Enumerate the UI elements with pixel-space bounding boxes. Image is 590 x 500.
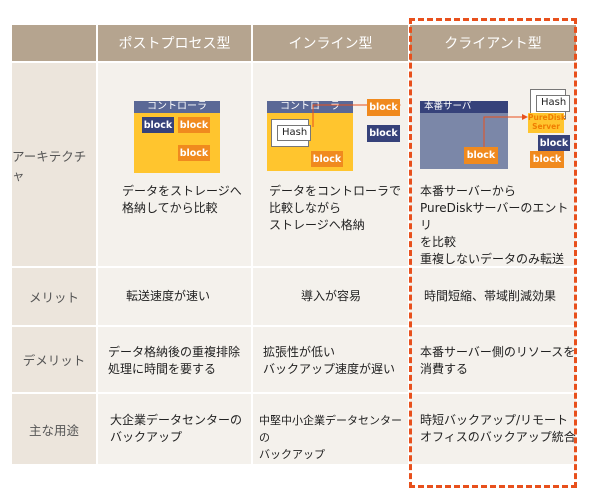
cell-text: 大企業データセンターの バックアップ (110, 413, 243, 444)
cell-text: データをストレージへ 格納してから比較 (122, 184, 242, 215)
block: block (178, 117, 210, 133)
row-label-usage: 主な用途 (12, 394, 96, 464)
cell-usage-inline: 中堅中小企業データセンターの バックアップ (253, 394, 408, 464)
cell-demerit-postprocess: データ格納後の重複排除 処理に時間を要する (98, 327, 251, 392)
header-corner (12, 25, 96, 61)
cell-merit-inline: 導入が容易 (253, 268, 408, 325)
cell-arch-postprocess: コントローラ block block block データをストレージへ 格納して… (98, 63, 251, 266)
hash-label: Hash (536, 95, 570, 112)
cell-text: 導入が容易 (301, 289, 362, 303)
header-inline: インライン型 (253, 25, 408, 61)
block: block (142, 117, 174, 133)
puredisk-server: PureDisk Server (528, 113, 566, 133)
block: block (311, 151, 343, 167)
cell-demerit-inline: 拡張性が低い バックアップ速度が遅い (253, 327, 408, 392)
cell-usage-client: 時短バックアップ/リモート オフィスのバックアップ統合 (410, 394, 576, 464)
client-diagram: 本番サーバ block Hash PureDisk Server block b… (418, 85, 574, 177)
header-postprocess: ポストプロセス型 (98, 25, 251, 61)
row-label-architecture: アーキテクチャ (12, 63, 96, 266)
cell-text: データ格納後の重複排除 処理に時間を要する (108, 345, 241, 376)
server-label: 本番サーバ (420, 101, 508, 113)
block: block (367, 99, 400, 116)
block: block (464, 147, 498, 164)
cell-demerit-client: 本番サーバー側のリソースを 消費する (410, 327, 576, 392)
controller-label: コントローラ (134, 101, 220, 113)
cell-text: 中堅中小企業データセンターの バックアップ (259, 414, 402, 461)
block: block (530, 151, 564, 168)
cell-text: 本番サーバー側のリソースを 消費する (420, 345, 576, 376)
cell-text: 時短バックアップ/リモート オフィスのバックアップ統合 (420, 413, 576, 444)
cell-text: 拡張性が低い バックアップ速度が遅い (263, 345, 396, 376)
block: block (178, 145, 210, 161)
cell-text: 転送速度が速い (126, 289, 211, 303)
cell-merit-client: 時間短縮、帯域削減効果 (410, 268, 576, 325)
row-label-demerit: デメリット (12, 327, 96, 392)
client-highlight-frame (409, 18, 577, 488)
row-label-merit: メリット (12, 268, 96, 325)
cell-text: 本番サーバーから PureDiskサーバーのエントリ を比較 重複しないデータの… (420, 184, 569, 266)
cell-merit-postprocess: 転送速度が速い (98, 268, 251, 325)
arrow-icon (483, 114, 528, 147)
block: block (538, 135, 570, 151)
inline-diagram: コントローラ Hash block block block (267, 99, 402, 175)
controller-label: コントローラ (267, 101, 353, 113)
hash-label: Hash (277, 125, 311, 141)
postprocess-diagram: コントローラ block block block (134, 101, 220, 173)
cell-usage-postprocess: 大企業データセンターの バックアップ (98, 394, 251, 464)
header-client: クライアント型 (410, 25, 576, 61)
cell-arch-inline: コントローラ Hash block block block データをコントローラ… (253, 63, 408, 266)
cell-text: 時間短縮、帯域削減効果 (424, 289, 557, 303)
cell-text: データをコントローラで 比較しながら ストレージへ格納 (269, 184, 402, 232)
cell-arch-client: 本番サーバ block Hash PureDisk Server block b… (410, 63, 576, 266)
block: block (367, 125, 400, 142)
